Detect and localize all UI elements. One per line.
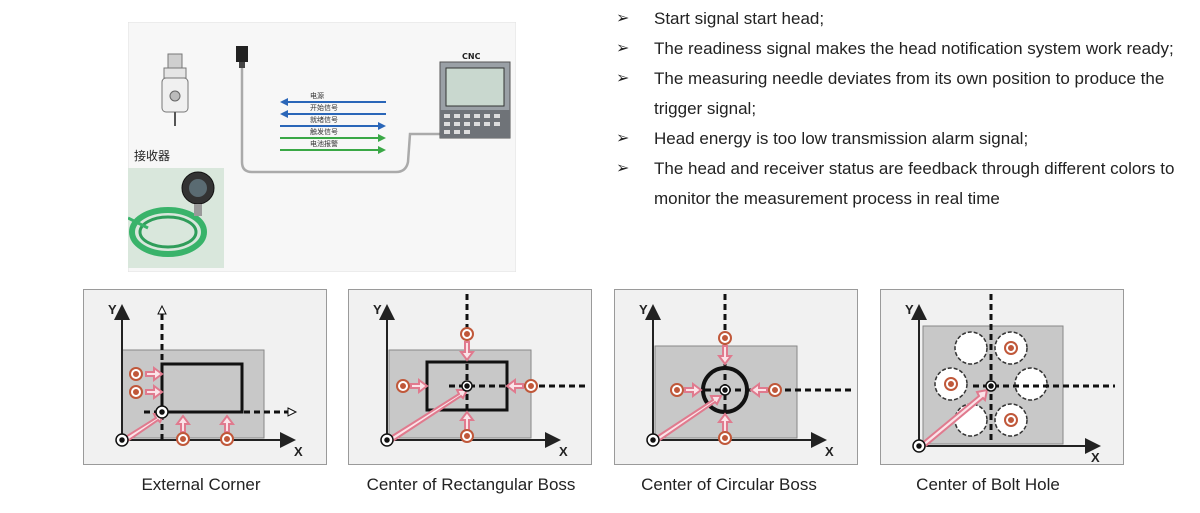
probe-icon (161, 53, 189, 126)
list-item: ➢ The head and receiver status are feedba… (612, 154, 1192, 214)
right-arrow-icon (378, 146, 386, 154)
cnc-label: CNC (462, 52, 481, 61)
y-axis-label: Y (108, 302, 117, 317)
bullet-arrow-icon: ➢ (616, 10, 630, 27)
signal-label: 电池报警 (310, 139, 338, 148)
y-axis-label: Y (639, 302, 648, 317)
diagram-circular-boss: Y X (614, 289, 858, 465)
cnc-controller-icon: CNC (439, 52, 511, 139)
list-item-text: The readiness signal makes the head noti… (654, 39, 1174, 58)
list-item: ➢ The measuring needle deviates from its … (612, 64, 1192, 124)
list-item: ➢ The readiness signal makes the head not… (612, 34, 1192, 64)
left-arrow-icon (280, 110, 288, 118)
list-item: ➢ Head energy is too low transmission ala… (612, 124, 1192, 154)
diagram-bolt-hole: Y X (880, 289, 1124, 465)
caption-external-corner: External Corner (141, 475, 261, 494)
connector-icon (236, 46, 248, 68)
list-item-text: Head energy is too low transmission alar… (654, 129, 1029, 148)
list-item-text: Start signal start head; (654, 9, 825, 28)
x-axis-label: X (559, 444, 568, 459)
caption-rectangular-boss: Center of Rectangular Boss (366, 475, 576, 494)
receiver-label: 接收器 (134, 148, 170, 163)
receiver-photo (127, 168, 224, 268)
y-axis-label: Y (373, 302, 382, 317)
signal-label: 触发信号 (310, 127, 338, 136)
list-item-text: The measuring needle deviates from its o… (654, 69, 1165, 118)
signal-label: 就绪信号 (310, 115, 338, 124)
y-axis-label: Y (905, 302, 914, 317)
signal-label: 电源 (310, 91, 324, 100)
left-arrow-icon (280, 98, 288, 106)
bullet-arrow-icon: ➢ (616, 160, 630, 177)
bullet-arrow-icon: ➢ (616, 130, 630, 147)
probe-system-schematic: 接收器 电源 开始信号 就绪信号 触发信号 (127, 21, 517, 273)
caption-bolt-hole: Center of Bolt Hole (916, 475, 1060, 494)
list-item: ➢ Start signal start head; (612, 4, 1192, 34)
right-arrow-icon (378, 134, 386, 142)
caption-circular-boss: Center of Circular Boss (641, 475, 817, 494)
diagram-rectangular-boss: Y X (348, 289, 592, 465)
x-axis-label: X (1091, 450, 1100, 465)
signal-label: 开始信号 (310, 103, 338, 112)
signal-list: 电源 开始信号 就绪信号 触发信号 电池报警 (280, 91, 386, 154)
diagram-external-corner: Y X (83, 289, 327, 465)
feature-list: ➢ Start signal start head; ➢ The readiness… (612, 4, 1192, 214)
list-item-text: The head and receiver status are feedbac… (654, 159, 1175, 208)
x-axis-label: X (294, 444, 303, 459)
bullet-arrow-icon: ➢ (616, 70, 630, 87)
x-axis-label: X (825, 444, 834, 459)
right-arrow-icon (378, 122, 386, 130)
bullet-arrow-icon: ➢ (616, 40, 630, 57)
